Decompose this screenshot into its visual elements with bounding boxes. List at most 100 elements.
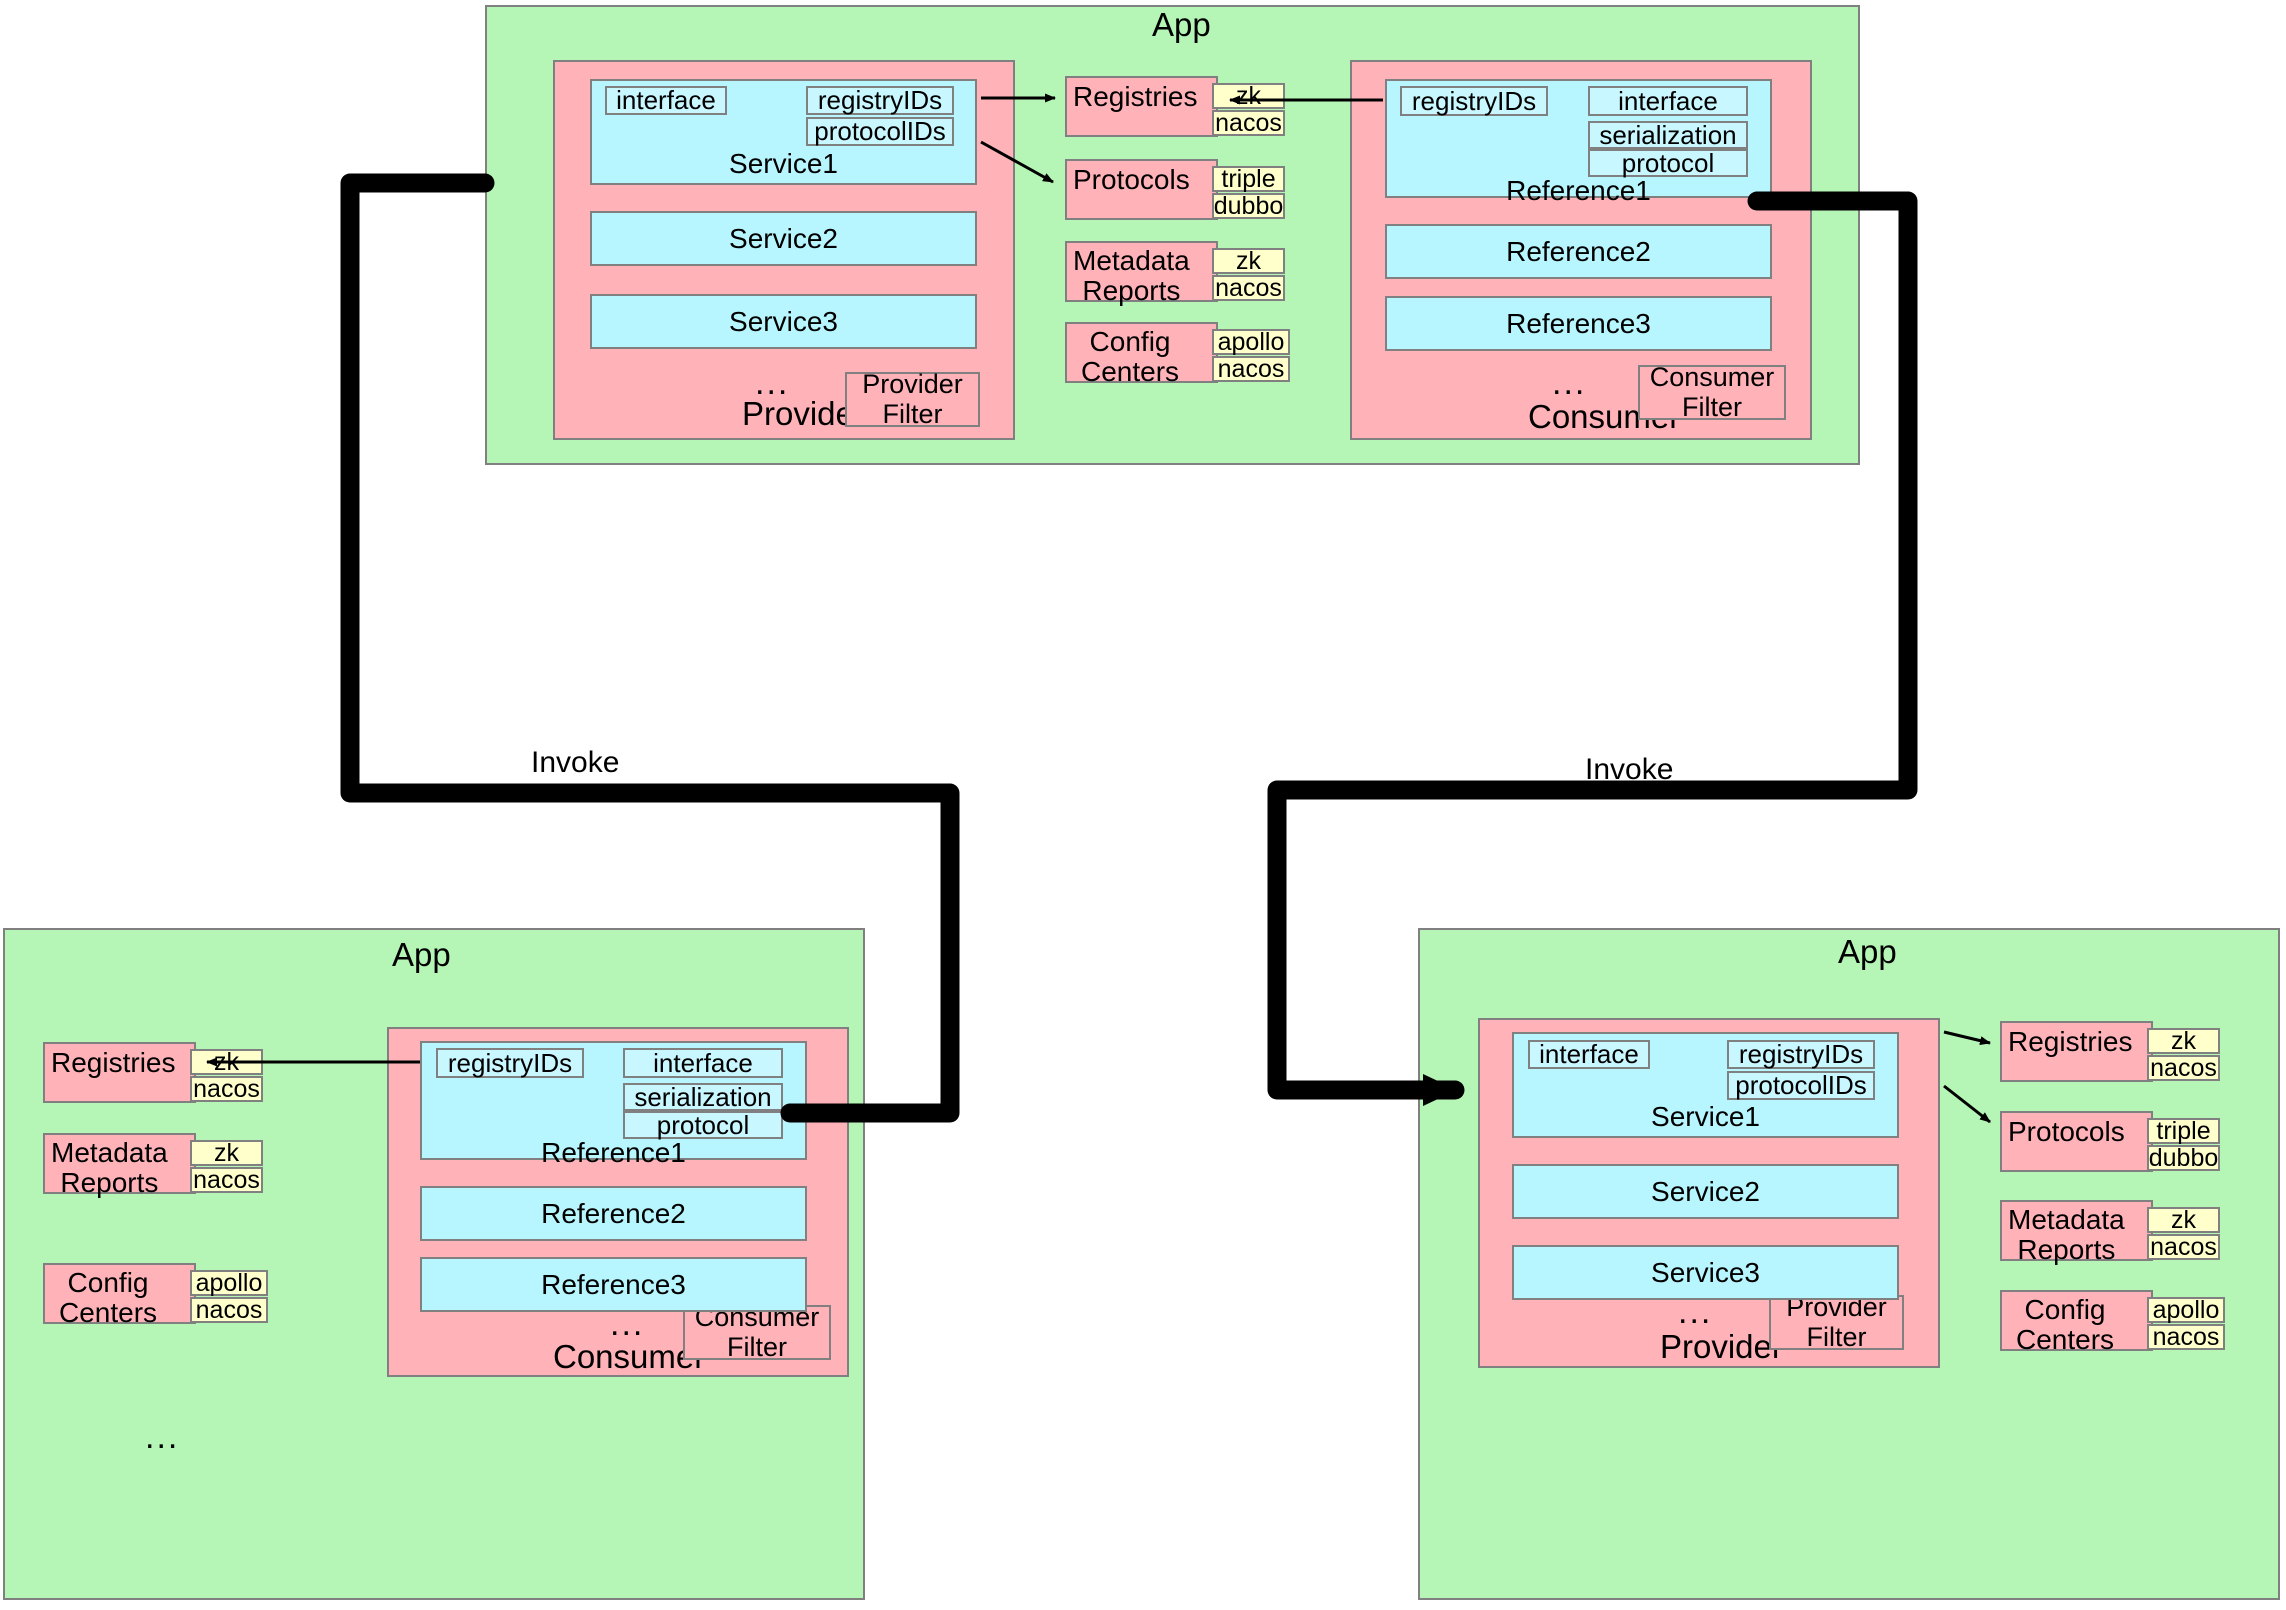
bl-metadata-title-line2: Reports xyxy=(60,1166,159,1198)
top-reference1-interface-attr: interface xyxy=(1588,86,1748,116)
br-provider-label: Provider xyxy=(1660,1328,1783,1365)
br-protocols-title: Protocols xyxy=(2008,1116,2125,1147)
bl-consumer-ellipsis: ... xyxy=(610,1305,645,1343)
top-reference3-title: Reference3 xyxy=(1506,308,1651,339)
bl-reference1-registryids-attr: registryIDs xyxy=(436,1048,584,1078)
top-service2-title: Service2 xyxy=(729,223,838,254)
bl-config-title-line1: Config xyxy=(67,1267,149,1298)
bottom-left-app-label: App xyxy=(392,936,451,973)
bl-reference2-title: Reference2 xyxy=(541,1198,686,1229)
bl-reference1-interface-attr: interface xyxy=(623,1048,783,1078)
top-consumer-filter: Consumer Filter xyxy=(1638,361,1786,422)
provider-filter-line1: Provider xyxy=(862,368,963,399)
top-provider-filter: Provider Filter xyxy=(845,368,980,429)
top-provider-ellipsis: ... xyxy=(755,364,790,402)
top-service1-registryids-attr: registryIDs xyxy=(806,85,954,115)
bl-metadata-reports-title: Metadata Reports xyxy=(51,1138,168,1197)
top-reference1-serialization-attr: serialization xyxy=(1588,120,1748,150)
br-service2-title: Service2 xyxy=(1651,1176,1760,1207)
top-reference2-title: Reference2 xyxy=(1506,236,1651,267)
top-metadata-reports-box xyxy=(1065,241,1218,302)
bl-config-chip-apollo: apollo xyxy=(190,1269,268,1297)
br-service3-box xyxy=(1512,1245,1899,1300)
bl-config-centers-title: Config Centers xyxy=(59,1268,157,1327)
provider-filter-line2: Filter xyxy=(882,398,943,429)
consumer-filter-line1: Consumer xyxy=(1649,361,1775,392)
bl-metadata-chip-zk: zk xyxy=(190,1139,263,1167)
top-protocols-box xyxy=(1065,159,1218,220)
br-metadata-title-line1: Metadata xyxy=(2008,1204,2125,1235)
br-registries-chip-zk: zk xyxy=(2147,1027,2220,1055)
consumer-filter-line2: Filter xyxy=(1682,391,1742,422)
br-protocols-chip-dubbo: dubbo xyxy=(2147,1143,2220,1172)
top-registries-chip-nacos: nacos xyxy=(1212,109,1285,137)
top-config-chip-apollo: apollo xyxy=(1212,328,1290,356)
bl-reference3-box xyxy=(420,1257,807,1312)
right-invoke-label: Invoke xyxy=(1585,753,1674,786)
br-protocols-box xyxy=(2000,1111,2153,1172)
br-config-centers-box xyxy=(2000,1290,2153,1351)
br-registries-box xyxy=(2000,1021,2153,1082)
top-metadata-chip-nacos: nacos xyxy=(1212,274,1285,302)
metadata-title-line1: Metadata xyxy=(1073,245,1190,276)
bl-reference2-box xyxy=(420,1186,807,1241)
br-service1-title: Service1 xyxy=(1651,1101,1760,1132)
top-service1-interface-attr: interface xyxy=(605,85,727,115)
bl-config-chip-nacos: nacos xyxy=(190,1296,268,1324)
config-title-line2: Centers xyxy=(1081,355,1180,387)
br-service1-registryids-attr: registryIDs xyxy=(1727,1039,1875,1069)
top-protocols-chip-triple: triple xyxy=(1212,165,1285,193)
br-config-title-line2: Centers xyxy=(2016,1323,2115,1355)
top-metadata-reports-title: Metadata Reports xyxy=(1073,246,1190,305)
top-reference1-protocol-attr: protocol xyxy=(1588,148,1748,178)
top-config-centers-box xyxy=(1065,322,1218,383)
top-config-centers-title: Config Centers xyxy=(1081,327,1179,386)
br-config-title-line1: Config xyxy=(2024,1294,2106,1325)
br-provider-filter: Provider Filter xyxy=(1769,1292,1904,1351)
bl-reference1-protocol-attr: protocol xyxy=(623,1110,783,1140)
bl-consumer-filter-line2: Filter xyxy=(727,1331,787,1362)
top-reference1-title: Reference1 xyxy=(1506,175,1651,206)
br-provider-ellipsis: ... xyxy=(1678,1293,1713,1331)
br-config-chip-nacos: nacos xyxy=(2147,1323,2225,1351)
top-metadata-chip-zk: zk xyxy=(1212,247,1285,275)
top-consumer-ellipsis: ... xyxy=(1552,364,1587,402)
bl-reference1-title: Reference1 xyxy=(541,1137,686,1168)
br-registries-title: Registries xyxy=(2008,1026,2133,1057)
br-registries-chip-nacos: nacos xyxy=(2147,1054,2220,1082)
br-protocols-chip-triple: triple xyxy=(2147,1117,2220,1145)
top-registries-title: Registries xyxy=(1073,81,1198,112)
br-config-centers-title: Config Centers xyxy=(2016,1295,2114,1354)
config-title-line1: Config xyxy=(1089,326,1171,357)
br-service3-title: Service3 xyxy=(1651,1257,1760,1288)
bl-consumer-label: Consumer xyxy=(553,1338,706,1375)
br-metadata-title-line2: Reports xyxy=(2017,1233,2116,1265)
br-config-chip-apollo: apollo xyxy=(2147,1296,2225,1324)
top-protocols-title: Protocols xyxy=(1073,164,1190,195)
metadata-title-line2: Reports xyxy=(1082,274,1181,306)
bl-metadata-title-line1: Metadata xyxy=(51,1137,168,1168)
top-service1-protocolids-attr: protocolIDs xyxy=(806,116,954,146)
br-service1-interface-attr: interface xyxy=(1528,1039,1650,1069)
bl-reference3-title: Reference3 xyxy=(541,1269,686,1300)
top-config-chip-nacos: nacos xyxy=(1212,355,1290,383)
bl-consumer-filter: Consumer Filter xyxy=(683,1302,831,1362)
br-service1-protocolids-attr: protocolIDs xyxy=(1727,1070,1875,1100)
top-app-label: App xyxy=(1152,6,1211,43)
top-protocols-chip-dubbo: dubbo xyxy=(1212,191,1285,220)
br-metadata-chip-nacos: nacos xyxy=(2147,1233,2220,1261)
br-service2-box xyxy=(1512,1164,1899,1219)
top-registries-box xyxy=(1065,76,1218,137)
bottom-right-app-label: App xyxy=(1838,933,1897,970)
bl-registries-chip-zk: zk xyxy=(190,1048,263,1076)
bl-registries-title: Registries xyxy=(51,1047,176,1078)
top-service3-title: Service3 xyxy=(729,306,838,337)
bl-metadata-chip-nacos: nacos xyxy=(190,1166,263,1194)
br-metadata-reports-box xyxy=(2000,1200,2153,1261)
top-registries-chip-zk: zk xyxy=(1212,82,1285,110)
bl-reference1-serialization-attr: serialization xyxy=(623,1082,783,1112)
top-reference1-registryids-attr: registryIDs xyxy=(1400,86,1548,116)
br-metadata-chip-zk: zk xyxy=(2147,1206,2220,1234)
br-metadata-reports-title: Metadata Reports xyxy=(2008,1205,2125,1264)
left-invoke-label: Invoke xyxy=(531,746,620,779)
